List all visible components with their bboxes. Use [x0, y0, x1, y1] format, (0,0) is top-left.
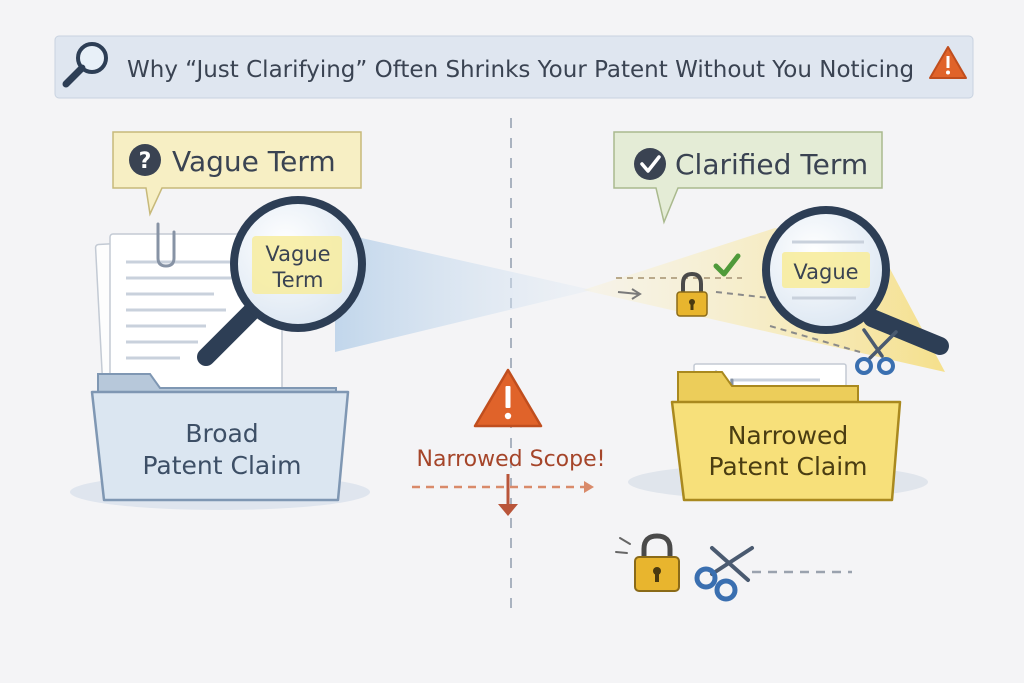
bottom-lock-group — [616, 536, 852, 599]
left-lens-line2: Term — [272, 268, 324, 292]
left-bubble-label: Vague Term — [172, 145, 336, 178]
right-folder-line1: Narrowed — [728, 421, 849, 450]
center-warning: Narrowed Scope! — [412, 370, 605, 516]
left-folder-line2: Patent Claim — [142, 451, 301, 480]
left-lens-line1: Vague — [265, 242, 330, 266]
right-lens-label: Vague — [793, 260, 858, 284]
right-folder: Narrowed Patent Claim — [628, 364, 928, 500]
left-light-beam — [335, 232, 592, 352]
narrowed-scope-label: Narrowed Scope! — [417, 447, 606, 472]
svg-text:?: ? — [139, 149, 152, 174]
right-bubble-label: Clarified Term — [675, 148, 868, 181]
title-banner: Why “Just Clarifying” Often Shrinks Your… — [55, 36, 973, 98]
padlock-icon — [635, 536, 679, 591]
page-title: Why “Just Clarifying” Often Shrinks Your… — [127, 57, 914, 83]
scissors-icon — [697, 548, 752, 599]
check-circle-icon — [634, 148, 666, 180]
left-folder: Broad Patent Claim — [70, 374, 370, 510]
right-folder-line2: Patent Claim — [708, 452, 867, 481]
question-circle-icon: ? — [129, 144, 161, 176]
right-light-beam — [583, 228, 945, 372]
down-arrow-head — [498, 504, 518, 516]
scope-arrow-head — [584, 481, 594, 493]
warning-triangle-icon — [475, 370, 541, 426]
left-folder-line1: Broad — [185, 419, 258, 448]
